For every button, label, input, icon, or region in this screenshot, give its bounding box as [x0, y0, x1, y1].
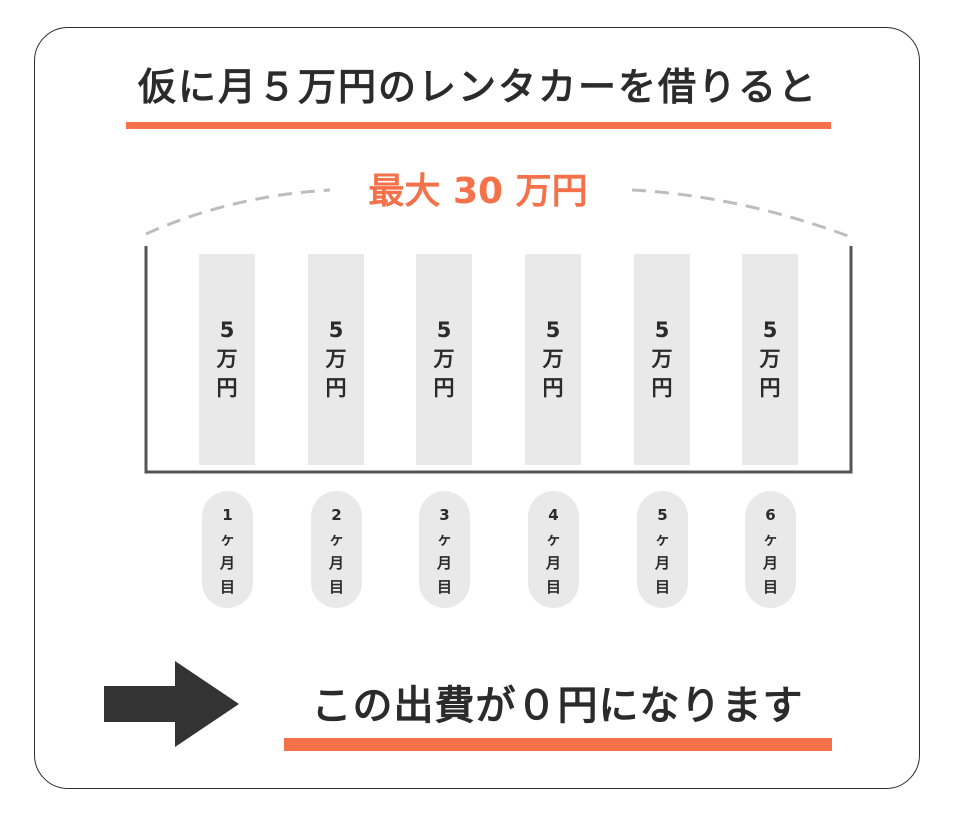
- month-suffix: 目: [328, 578, 344, 596]
- month-char: 月: [762, 554, 778, 572]
- monthly-cost-bar: 5 万 円: [199, 254, 255, 465]
- total-max-label: 最大 30 万円: [368, 171, 588, 212]
- month-pill: 5 ヶ 月 目: [637, 491, 688, 608]
- month-label: 6 ヶ 月 目: [745, 503, 796, 599]
- bar-amount: 5: [219, 318, 235, 342]
- month-counter: ヶ: [654, 530, 670, 548]
- bar-label: 5 万 円: [199, 316, 255, 403]
- month-number: 1: [222, 506, 233, 524]
- page-title: 仮に月５万円のレンタカーを借りると: [137, 65, 818, 109]
- bar-unit: 万: [542, 347, 564, 371]
- monthly-cost-bar: 5 万 円: [308, 254, 364, 465]
- monthly-cost-bar: 5 万 円: [742, 254, 798, 465]
- bar-amount: 5: [762, 318, 778, 342]
- bar-currency: 円: [433, 376, 455, 400]
- dashed-arc-right: [631, 188, 849, 238]
- bar-label: 5 万 円: [525, 316, 581, 403]
- month-pill: 4 ヶ 月 目: [528, 491, 579, 608]
- month-char: 月: [219, 554, 235, 572]
- bar-currency: 円: [759, 376, 781, 400]
- month-suffix: 目: [762, 578, 778, 596]
- month-suffix: 目: [545, 578, 561, 596]
- month-char: 月: [654, 554, 670, 572]
- result-statement: この出費が０円になります: [311, 683, 804, 729]
- month-number: 2: [331, 506, 342, 524]
- monthly-cost-bar: 5 万 円: [634, 254, 690, 465]
- month-char: 月: [545, 554, 561, 572]
- bar-label: 5 万 円: [634, 316, 690, 403]
- month-label: 2 ヶ 月 目: [311, 503, 362, 599]
- month-counter: ヶ: [436, 530, 452, 548]
- month-label: 1 ヶ 月 目: [202, 503, 253, 599]
- title-underline: [126, 122, 831, 129]
- month-pill: 1 ヶ 月 目: [202, 491, 253, 608]
- monthly-cost-bar: 5 万 円: [416, 254, 472, 465]
- month-counter: ヶ: [545, 530, 561, 548]
- result-underline: [284, 738, 832, 751]
- month-char: 月: [436, 554, 452, 572]
- month-counter: ヶ: [762, 530, 778, 548]
- monthly-cost-bar: 5 万 円: [525, 254, 581, 465]
- bar-amount: 5: [654, 318, 670, 342]
- month-char: 月: [328, 554, 344, 572]
- month-pill: 3 ヶ 月 目: [419, 491, 470, 608]
- bar-unit: 万: [216, 347, 238, 371]
- month-counter: ヶ: [219, 530, 235, 548]
- bar-unit: 万: [651, 347, 673, 371]
- bar-label: 5 万 円: [742, 316, 798, 403]
- dashed-arc-left: [145, 188, 331, 236]
- month-number: 4: [548, 506, 559, 524]
- bar-label: 5 万 円: [416, 316, 472, 403]
- bar-amount: 5: [328, 318, 344, 342]
- month-counter: ヶ: [328, 530, 344, 548]
- month-pill: 2 ヶ 月 目: [311, 491, 362, 608]
- month-suffix: 目: [654, 578, 670, 596]
- bar-label: 5 万 円: [308, 316, 364, 403]
- bar-currency: 円: [651, 376, 673, 400]
- bar-currency: 円: [325, 376, 347, 400]
- month-label: 4 ヶ 月 目: [528, 503, 579, 599]
- bar-unit: 万: [325, 347, 347, 371]
- right-arrow-icon: [104, 661, 239, 747]
- month-label: 5 ヶ 月 目: [637, 503, 688, 599]
- bar-unit: 万: [433, 347, 455, 371]
- month-number: 3: [439, 506, 450, 524]
- month-suffix: 目: [219, 578, 235, 596]
- bar-amount: 5: [545, 318, 561, 342]
- month-number: 6: [765, 506, 776, 524]
- month-suffix: 目: [436, 578, 452, 596]
- bracket-frame: [144, 246, 853, 474]
- bar-amount: 5: [436, 318, 452, 342]
- month-pill: 6 ヶ 月 目: [745, 491, 796, 608]
- month-label: 3 ヶ 月 目: [419, 503, 470, 599]
- bar-currency: 円: [216, 376, 238, 400]
- month-number: 5: [657, 506, 668, 524]
- bar-currency: 円: [542, 376, 564, 400]
- bar-unit: 万: [759, 347, 781, 371]
